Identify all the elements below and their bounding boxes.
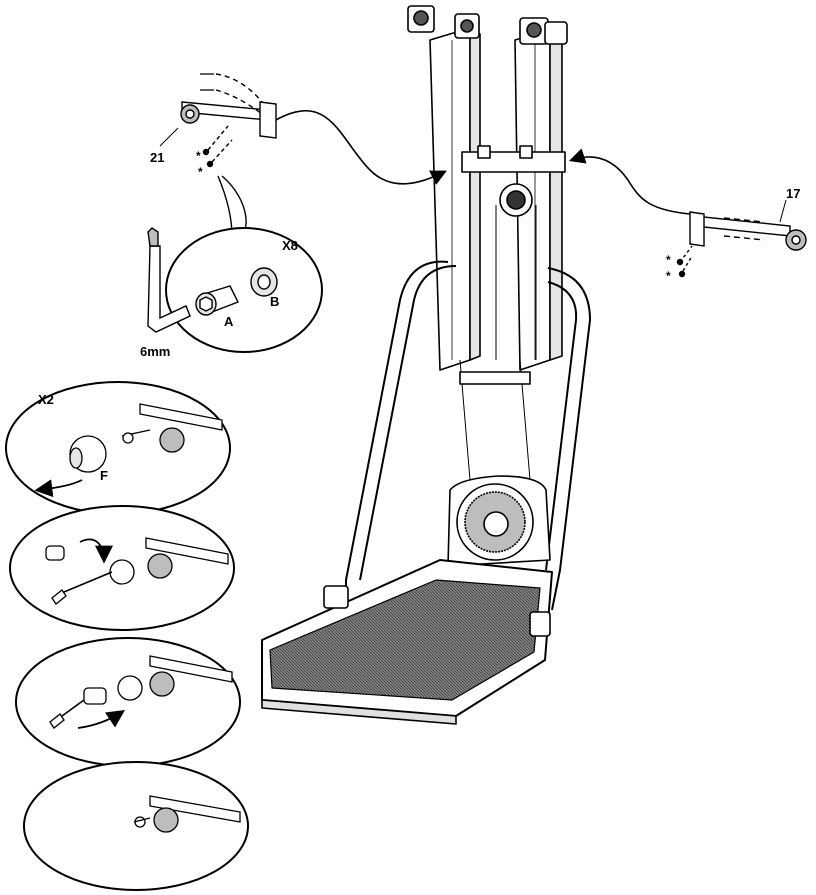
bolt-a-label: A bbox=[224, 314, 234, 329]
ball-f-label: F bbox=[100, 468, 108, 483]
qty-x2-label: X2 bbox=[38, 392, 54, 407]
top-pulley-left bbox=[408, 6, 479, 38]
step-bubble-2 bbox=[10, 506, 234, 630]
washer-b-icon bbox=[251, 268, 277, 296]
arrow-to-tower-left bbox=[276, 111, 444, 184]
asterisk-label-4: * bbox=[666, 269, 671, 283]
hardware-callout-x8 bbox=[148, 176, 322, 352]
arrow-to-tower-right bbox=[572, 157, 690, 214]
lower-handle bbox=[460, 372, 530, 384]
asterisk-label-2: * bbox=[198, 165, 203, 179]
wrench-size-label: 6mm bbox=[140, 344, 170, 359]
part-21-label: 21 bbox=[150, 150, 164, 165]
fan-housing bbox=[448, 476, 550, 566]
sleeve-icon bbox=[46, 546, 64, 560]
qty-x8-label: X8 bbox=[282, 238, 298, 253]
bracket-17-detail bbox=[678, 200, 807, 277]
machine-illustration bbox=[262, 6, 590, 724]
bracket-21-detail bbox=[160, 74, 276, 167]
left-tower bbox=[430, 28, 480, 370]
asterisk-label-1: * bbox=[196, 149, 201, 163]
washer-b-label: B bbox=[270, 294, 279, 309]
asterisk-label-3: * bbox=[666, 253, 671, 267]
part-17-label: 17 bbox=[786, 186, 800, 201]
top-pulley-right bbox=[520, 18, 567, 44]
step-bubble-4 bbox=[24, 762, 248, 890]
platform bbox=[262, 560, 552, 724]
step-bubble-3 bbox=[16, 638, 240, 766]
